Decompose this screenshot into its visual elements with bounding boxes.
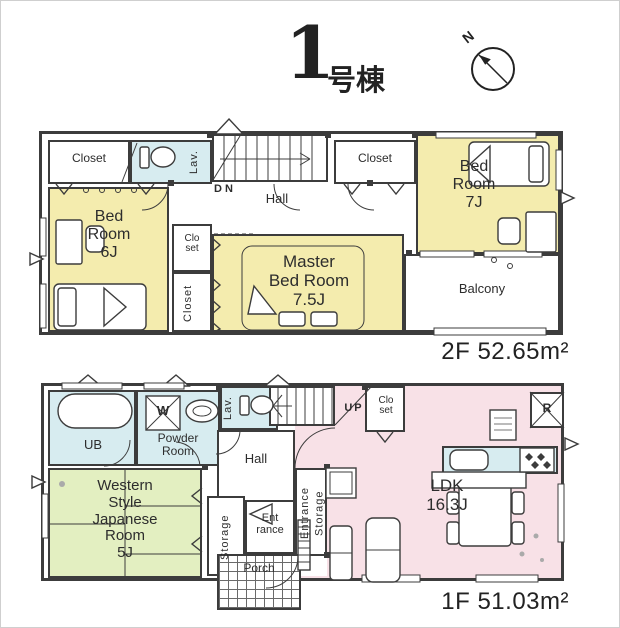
label-closet-small-2f: Clo set: [184, 233, 200, 254]
building-suffix: 号棟: [327, 65, 386, 97]
label-ub: UB: [83, 437, 103, 452]
label-bedroom-6j: Bed Room 6J: [87, 208, 131, 261]
label-lavatory-1f: Lav.: [222, 396, 234, 420]
stairs-up-1f: [269, 386, 335, 426]
label-hall-2f: Hall: [265, 191, 289, 206]
room-closet-nw-2f: [48, 140, 130, 184]
label-master-bedroom: Master Bed Room 7.5J: [268, 252, 350, 310]
room-closet-vertical-2f: [172, 272, 212, 332]
kitchen-counter: [442, 446, 558, 474]
vent-triangle-1f-b: [161, 374, 191, 387]
label-closet-1f: Clo set: [378, 395, 394, 416]
label-lavatory-2f: Lav.: [188, 150, 200, 174]
label-porch: Porch: [243, 561, 275, 575]
floor-2-plan: Closet Lav. DN Hall Closet Bed Room 7J B…: [29, 117, 576, 336]
label-closet-n-2f: Closet: [357, 151, 392, 165]
label-closet-nw-2f: Closet: [71, 151, 106, 165]
window-left-2f: [39, 217, 47, 257]
vent-triangle-top-2f: [213, 117, 245, 135]
label-bedroom-7j: Bed Room 7J: [452, 158, 496, 211]
label-powder-room: Powder Room: [157, 431, 199, 459]
label-storage-1f: Storage: [219, 514, 231, 560]
label-closet-vertical-2f: Closet: [182, 284, 194, 322]
room-ub: [48, 390, 136, 466]
vent-triangle-1f-a: [73, 374, 103, 387]
vent-triangle-1f-c: [263, 374, 293, 387]
window-left2-2f: [39, 283, 47, 329]
room-closet-1f: [365, 386, 405, 432]
stairs-down-2f: [212, 134, 328, 182]
label-balcony: Balcony: [458, 281, 506, 296]
label-refrigerator: R: [542, 401, 552, 415]
window-top-1f-b: [143, 382, 185, 390]
vent-arrow-left-1f: [31, 474, 47, 490]
floor-2-area: 2F 52.65m²: [441, 338, 569, 365]
label-entrance-storage: Entrance Storage: [299, 486, 326, 540]
compass-icon: [471, 47, 515, 91]
room-closet-small-2f: [172, 224, 212, 272]
room-closet-n-2f: [334, 140, 416, 184]
label-japanese-room: Western Style Japanese Room 5J: [92, 477, 158, 562]
label-washer: W: [156, 403, 170, 418]
label-stairs-up: UP: [344, 402, 364, 414]
window-top-1f-a: [61, 382, 123, 390]
building-number: 1: [285, 10, 336, 95]
vent-arrow-right-2f: [560, 190, 576, 206]
vent-arrow-right-1f: [564, 436, 580, 452]
floor-1-plan: UB W Powder Room Lav. UP Clo set Hall We…: [31, 374, 580, 610]
label-entrance: Ent rance: [256, 512, 284, 537]
label-stairs-dn: DN: [214, 183, 236, 195]
label-hall-1f: Hall: [244, 451, 268, 466]
floor-1-area: 1F 51.03m²: [441, 588, 569, 615]
vent-arrow-left-2f: [29, 251, 45, 267]
label-ldk: LDK 16.3J: [426, 476, 468, 515]
compass: N: [457, 28, 529, 97]
